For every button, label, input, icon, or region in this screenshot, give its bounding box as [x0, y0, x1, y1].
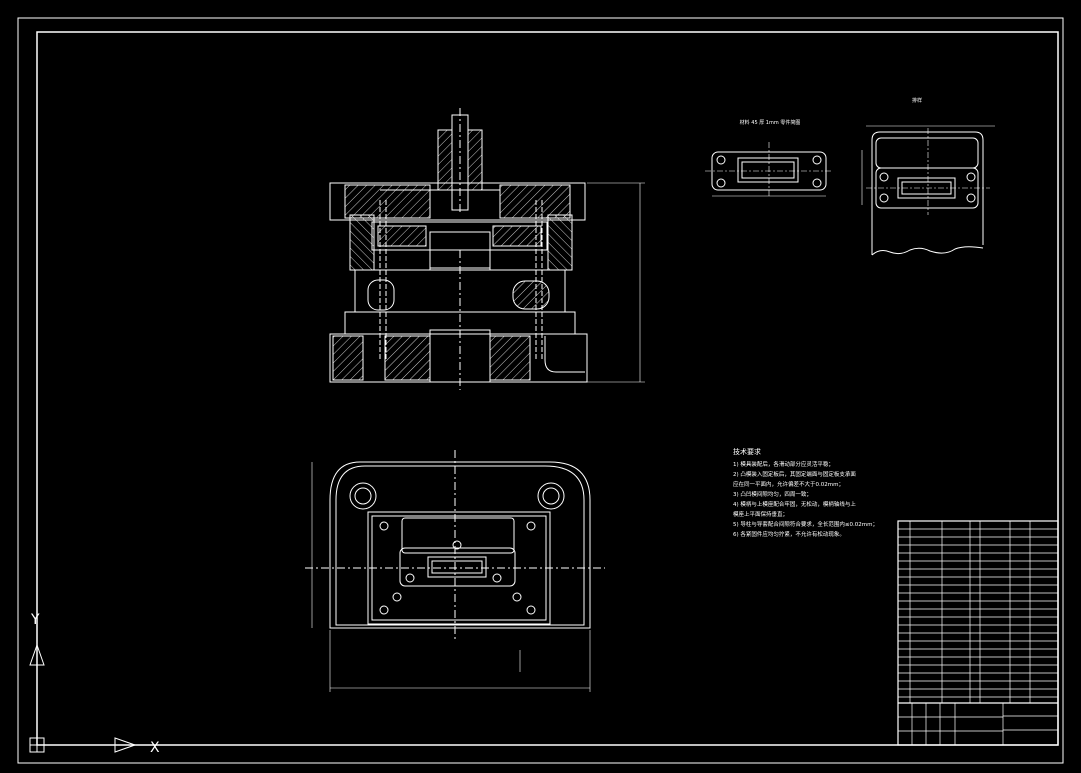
note-line: 2) 凸模装入固定板后，其固定端面与固定板支承面 — [733, 470, 856, 478]
notes-title: 技术要求 — [733, 447, 761, 456]
outer-border — [17, 17, 1064, 764]
parts-list-table[interactable] — [897, 520, 1059, 746]
note-line: 4) 模柄与上模座配合牢固，无松动，模柄轴线与上 — [733, 500, 856, 508]
note-line: 5) 导柱与导套配合间隙符合要求，全长范围内≤0.02mm； — [733, 520, 878, 528]
inner-frame — [36, 31, 1059, 746]
note-line: 1) 模具装配后，各滑动部分应灵活平稳； — [733, 460, 834, 468]
strip-layout[interactable]: 排样 — [861, 97, 995, 256]
ucs-axis-icon: X Y — [29, 612, 160, 756]
ucs-x-label: X — [150, 740, 160, 756]
note-line: 3) 凸凹模间隙均匀，四周一致； — [733, 490, 812, 498]
part-drawing[interactable]: 材料 45 厚 1mm 零件简图 — [705, 119, 833, 198]
note-line: 应在同一平面内，允许偏差不大于0.02mm； — [733, 480, 844, 488]
note-line: 模座上平面保持垂直； — [733, 510, 788, 518]
plan-view[interactable] — [305, 450, 605, 692]
layout-view-label: 排样 — [912, 97, 922, 104]
part-view-label: 材料 45 厚 1mm 零件简图 — [740, 119, 801, 126]
technical-notes: 技术要求 1) 模具装配后，各滑动部分应灵活平稳； 2) 凸模装入固定板后，其固… — [733, 447, 878, 538]
front-section-view[interactable] — [329, 108, 645, 390]
ucs-y-label: Y — [30, 612, 40, 628]
note-line: 6) 各紧固件应均匀拧紧，不允许有松动现象。 — [733, 530, 845, 538]
